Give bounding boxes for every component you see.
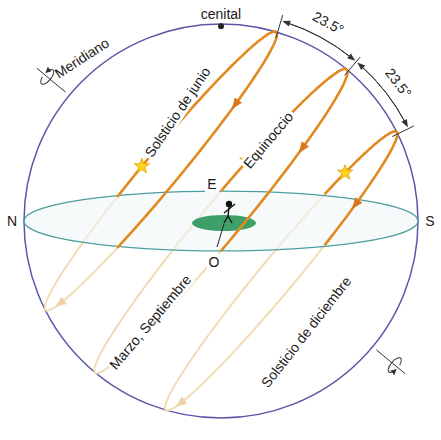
sun-symbol: [337, 165, 352, 179]
sphere-label: Equinoccio: [239, 107, 298, 173]
direction-arrow: [53, 297, 67, 311]
direction-label: N: [5, 213, 19, 229]
angle-tick: [276, 15, 283, 38]
direction-arrow: [349, 197, 363, 211]
direction-label: O: [207, 254, 222, 270]
bracket-arrowhead: [355, 60, 365, 70]
zenith-dot: [218, 23, 224, 29]
ground-patch: [192, 215, 256, 231]
bracket-arrowhead: [402, 119, 411, 129]
direction-label: S: [423, 213, 436, 229]
sphere-label: Marzo, Septiembre: [105, 270, 196, 374]
sun-path: [325, 131, 398, 245]
direction-arrow: [295, 141, 309, 155]
bracket-arrowhead: [281, 18, 290, 26]
sun-path: [221, 69, 348, 251]
west-direction-line: [217, 224, 224, 247]
direction-arrow: [173, 397, 187, 411]
observer-figure: [224, 202, 235, 224]
angle-tick: [392, 126, 414, 137]
sphere-label: Meridiano: [50, 33, 114, 82]
sphere-label: cenital: [199, 6, 243, 22]
direction-arrow: [228, 98, 242, 112]
sun-symbol: [134, 158, 149, 172]
rotation-axis-symbol: [376, 350, 405, 375]
angle-label: 23.5°: [381, 63, 416, 102]
sphere-label: Solsticio de diciembre: [257, 272, 356, 392]
meridian-circle: [24, 24, 418, 418]
direction-label: E: [205, 176, 218, 192]
sun-path: [117, 32, 277, 248]
bracket-arrowhead: [347, 53, 357, 63]
